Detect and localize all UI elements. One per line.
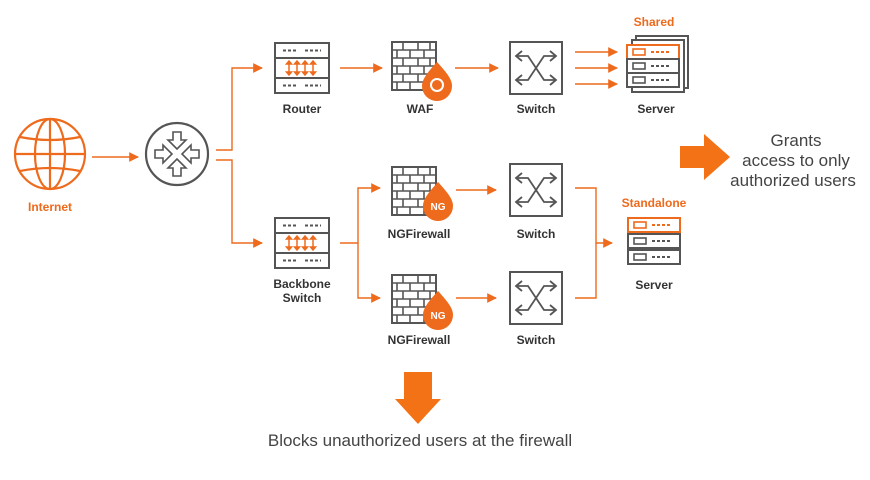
server-standalone-label: Server: [635, 278, 673, 292]
switch-low-label: Switch: [516, 333, 556, 347]
ngfirewall-upper-icon: NG: [391, 166, 453, 221]
switch-mid-label: Switch: [516, 227, 556, 241]
router-rack-icon: [274, 42, 330, 94]
waf-label: WAF: [406, 102, 434, 116]
ngfirewall-upper-label: NGFirewall: [387, 227, 451, 241]
ng-badge: NG: [431, 311, 446, 322]
switch-low-icon: [509, 271, 563, 325]
standalone-server-icon: [627, 217, 681, 265]
standalone-tag: Standalone: [621, 196, 687, 210]
arrow-right-icon: [680, 134, 730, 180]
switch-top-icon: [509, 41, 563, 95]
router-icon: [144, 121, 210, 187]
globe-icon: [13, 117, 87, 191]
blocks-caption: Blocks unauthorized users at the firewal…: [267, 431, 573, 450]
backbone-label-line2: Switch: [282, 291, 322, 305]
backbone-switch-icon: [274, 217, 330, 269]
ng-badge: NG: [431, 202, 446, 213]
ngfirewall-lower-label: NGFirewall: [387, 333, 451, 347]
switch-mid-icon: [509, 163, 563, 217]
switch-top-label: Switch: [516, 102, 556, 116]
shared-tag: Shared: [633, 15, 675, 29]
waf-firewall-icon: [391, 41, 452, 101]
grants-line2: access to only: [742, 151, 850, 170]
backbone-label-line1: Backbone: [273, 277, 331, 291]
connectors: [92, 47, 618, 303]
grants-line1: Grants: [770, 131, 822, 150]
internet-label: Internet: [27, 200, 72, 214]
server-top-label: Server: [637, 102, 675, 116]
ngfirewall-lower-icon: NG: [391, 274, 453, 330]
shared-server-icon: [626, 35, 689, 93]
router-label: Router: [282, 102, 322, 116]
grants-line3: authorized users: [730, 171, 856, 190]
arrow-down-icon: [395, 372, 441, 424]
